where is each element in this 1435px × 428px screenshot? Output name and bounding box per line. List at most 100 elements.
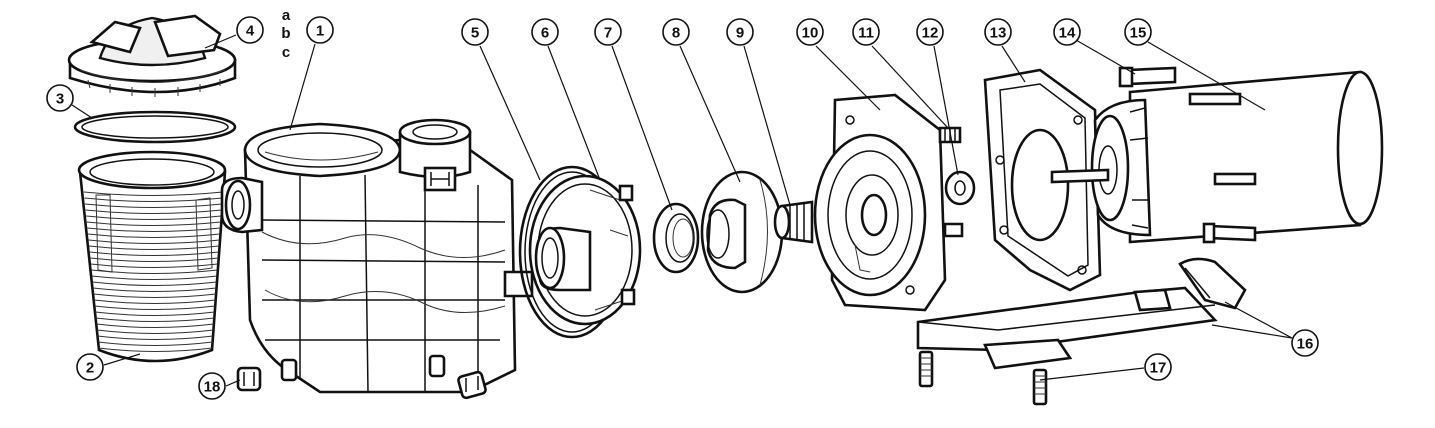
part-motor-plate	[983, 68, 1102, 292]
part-washer	[944, 170, 976, 206]
callout-17: 17	[1144, 353, 1172, 381]
basket-rib	[90, 257, 219, 262]
callout-number: 7	[604, 25, 612, 42]
callout-number: 17	[1150, 360, 1167, 377]
callout-circle	[306, 16, 334, 44]
callout-circle	[76, 353, 104, 381]
callout-number: 15	[1130, 25, 1147, 42]
leader-line-14	[1075, 39, 1136, 75]
part-drain-plug	[457, 370, 487, 400]
callout-15: 15	[1124, 18, 1152, 46]
basket-rib	[94, 299, 216, 304]
callout-circle	[1053, 18, 1081, 46]
part-lid-oring	[73, 110, 237, 144]
part-strainer-basket	[77, 150, 227, 363]
part-base-screws	[918, 350, 1048, 406]
basket-rib	[94, 305, 216, 310]
part-motor-base	[916, 257, 1247, 370]
basket-rib	[96, 329, 214, 334]
part-drain-plug-18	[236, 366, 262, 392]
leader-line-13	[1001, 45, 1026, 83]
callout-9: 9	[726, 18, 754, 46]
callout-circle	[852, 18, 880, 46]
leader-line-18	[225, 379, 241, 387]
callout-11: 11	[852, 18, 880, 46]
callout-circle	[198, 372, 226, 400]
callout-circle	[1144, 353, 1172, 381]
basket-rib	[89, 251, 219, 256]
callout-13: 13	[984, 18, 1012, 46]
leader-line-2	[103, 353, 141, 366]
leader-line-16	[1224, 301, 1293, 339]
part-pump-housing	[220, 118, 534, 394]
callout-number: 16	[1297, 336, 1314, 353]
basket-rib	[83, 191, 223, 196]
basket-rib	[95, 317, 215, 322]
callout-2: 2	[76, 353, 104, 381]
part-impeller	[700, 170, 784, 294]
callout-number: 1	[316, 23, 324, 40]
basket-rib	[86, 215, 222, 220]
callout-circle	[461, 18, 489, 46]
sublabel-group: a b c	[281, 7, 290, 61]
callout-circle	[594, 18, 622, 46]
callout-number: 11	[858, 25, 874, 42]
leader-line-10	[815, 45, 881, 111]
leader-line-12	[933, 45, 959, 176]
callout-10: 10	[796, 18, 824, 46]
basket-rib	[93, 293, 216, 298]
callout-circle	[916, 18, 944, 46]
part-motor-bolts	[1118, 66, 1257, 244]
callout-circle	[46, 84, 74, 112]
callout-number: 3	[56, 91, 64, 108]
callout-number: 2	[86, 360, 94, 377]
callout-1: 1	[306, 16, 334, 44]
callout-16: 16	[1291, 329, 1319, 357]
callout-number: 10	[802, 25, 819, 42]
basket-rib	[87, 227, 221, 232]
leader-line-3	[71, 104, 93, 119]
callout-number: 9	[736, 25, 744, 42]
sublabel-c: c	[282, 44, 290, 61]
callout-circle	[796, 18, 824, 46]
part-diffuser	[528, 174, 642, 326]
callout-number: 13	[990, 25, 1007, 42]
callout-8: 8	[662, 18, 690, 46]
leader-lines	[71, 34, 1293, 387]
callout-number: 8	[672, 25, 680, 42]
basket-rib	[97, 341, 213, 346]
callout-circle	[726, 18, 754, 46]
part-impeller-ring	[652, 202, 700, 274]
leader-line-17	[1039, 367, 1145, 381]
basket-rib	[91, 275, 218, 280]
callout-6: 6	[531, 18, 559, 46]
basket-rib	[88, 245, 220, 250]
callout-4: 4	[236, 16, 264, 44]
basket-rib	[86, 221, 221, 226]
leader-line-7	[611, 45, 673, 211]
callout-number: 4	[246, 23, 255, 40]
callout-circle	[984, 18, 1012, 46]
callout-18: 18	[198, 372, 226, 400]
callout-number: 6	[541, 25, 549, 42]
basket-rib	[95, 311, 215, 316]
callout-circle	[662, 18, 690, 46]
leader-line-6	[547, 45, 601, 181]
basket-rib	[98, 347, 213, 352]
callout-number: 18	[204, 379, 221, 396]
leader-line-5	[479, 45, 541, 181]
leader-line-1	[289, 43, 316, 131]
basket-rib	[92, 281, 217, 286]
callout-circle	[1124, 18, 1152, 46]
sublabel-a: a	[282, 7, 291, 24]
callout-12: 12	[916, 18, 944, 46]
sublabel-b: b	[281, 25, 290, 42]
basket-rib	[85, 209, 222, 214]
basket-rib	[88, 239, 220, 244]
leader-line-8	[679, 45, 741, 183]
part-lid	[67, 14, 237, 97]
callout-7: 7	[594, 18, 622, 46]
part-motor	[1050, 70, 1384, 244]
